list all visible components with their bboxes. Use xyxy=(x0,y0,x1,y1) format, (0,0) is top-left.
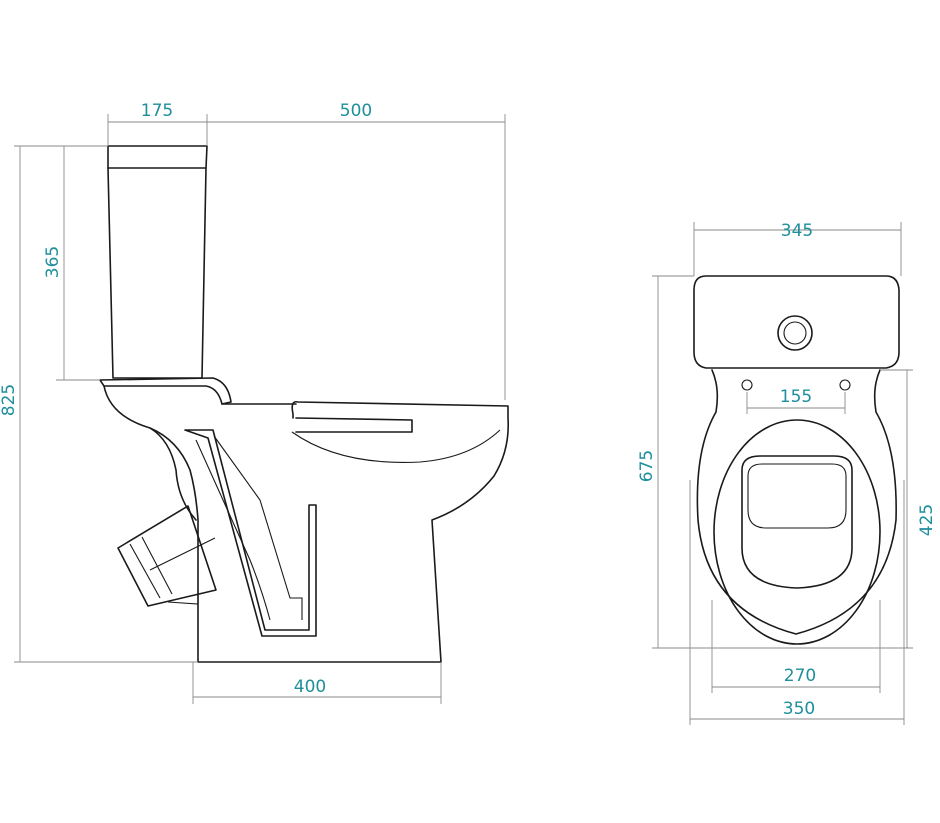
dim-base-width: 270 xyxy=(784,666,816,686)
dim-overall-width: 350 xyxy=(783,699,815,719)
dim-tank-height: 365 xyxy=(43,246,63,278)
dim-tank-width: 345 xyxy=(781,221,813,241)
dim-base-length: 400 xyxy=(294,677,326,697)
side-bowl xyxy=(103,385,510,663)
dim-tank-depth: 175 xyxy=(141,101,173,121)
side-cistern xyxy=(99,145,232,405)
hinge-hole-right xyxy=(839,379,851,391)
side-dimensions xyxy=(14,114,506,704)
side-view xyxy=(14,114,510,704)
dim-overall-length: 675 xyxy=(637,450,657,482)
dim-hinge-spacing: 155 xyxy=(780,387,812,407)
dim-overall-height: 825 xyxy=(0,384,19,416)
side-outlet xyxy=(117,505,217,607)
dim-overall-depth: 500 xyxy=(340,101,372,121)
top-bowl xyxy=(696,369,897,645)
dim-bowl-length: 425 xyxy=(917,504,937,536)
top-dimensions xyxy=(652,222,913,725)
top-cistern xyxy=(693,275,900,369)
seat-opening xyxy=(741,455,853,589)
top-view xyxy=(652,222,913,725)
hinge-hole-left xyxy=(741,379,753,391)
flush-button-icon xyxy=(777,315,813,351)
dimension-labels: 175 500 365 825 400 345 155 675 425 270 … xyxy=(0,101,937,719)
